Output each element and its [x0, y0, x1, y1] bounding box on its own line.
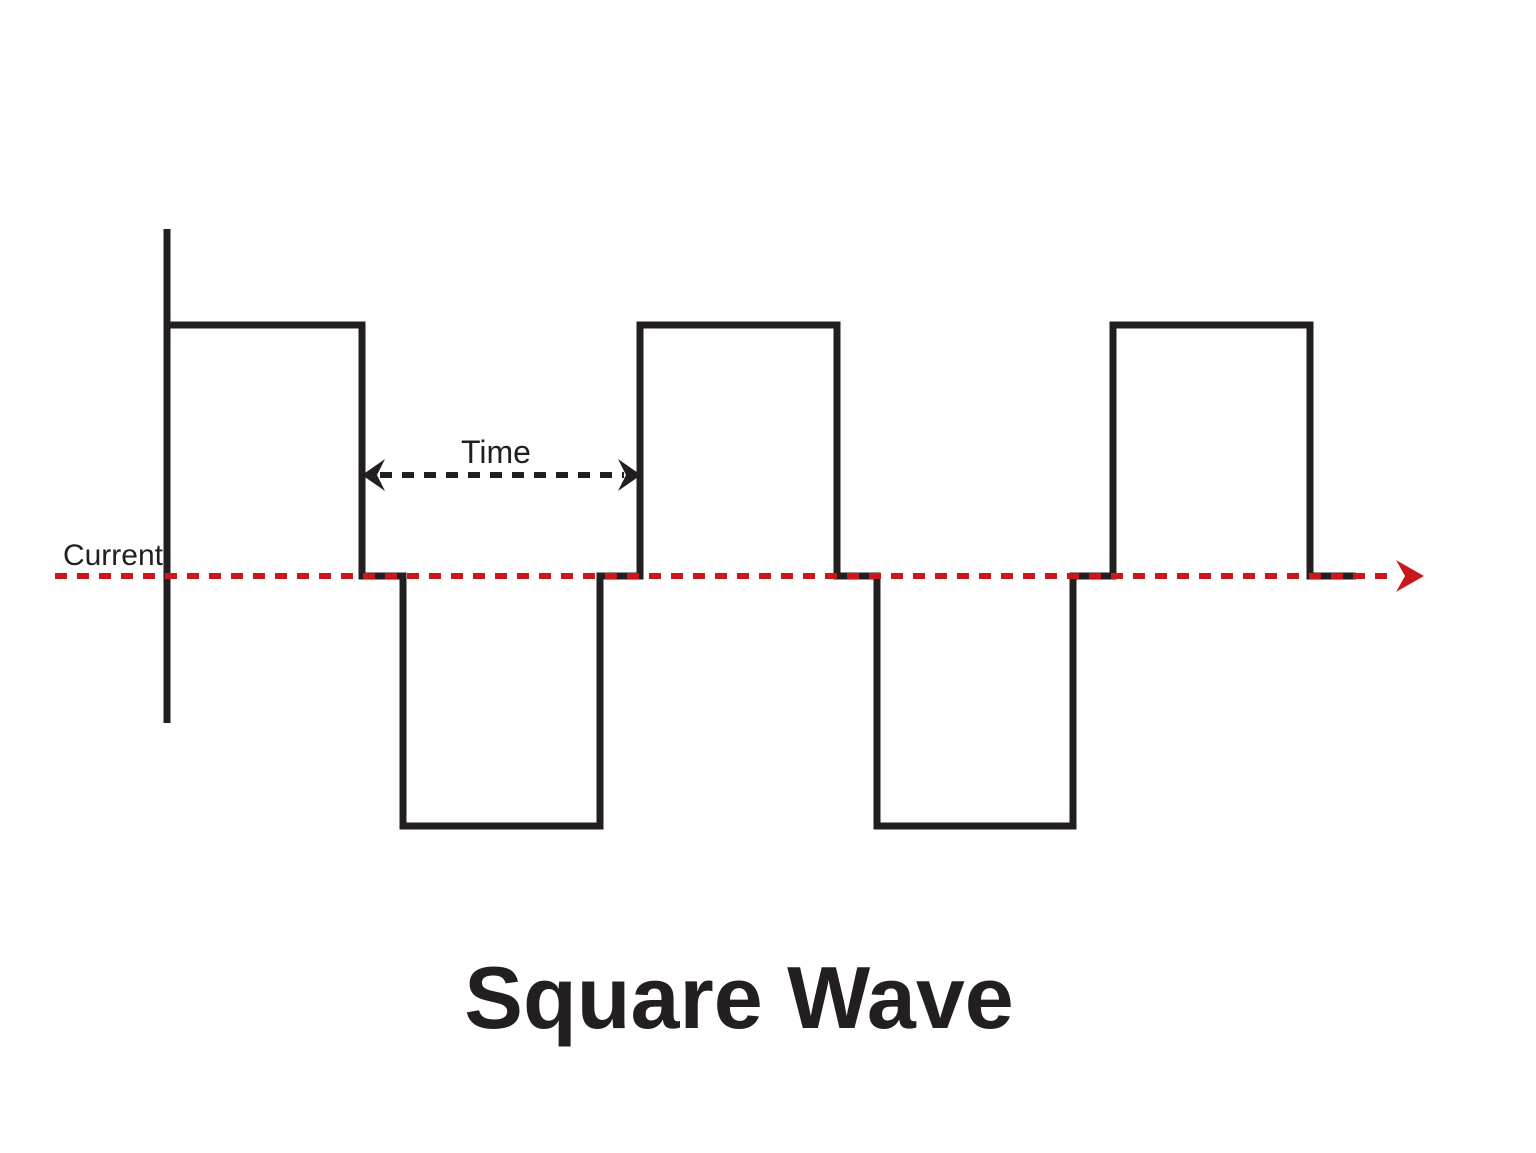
time-label: Time: [461, 434, 531, 470]
current-axis-arrowhead-icon: [1396, 560, 1424, 592]
page-title: Square Wave: [464, 948, 1013, 1047]
time-arrow-left-arrowhead-icon: [362, 459, 385, 491]
square-wave-path: [167, 321, 1356, 830]
current-label: Current: [63, 539, 164, 572]
time-arrow-right-arrowhead-icon: [618, 459, 641, 491]
